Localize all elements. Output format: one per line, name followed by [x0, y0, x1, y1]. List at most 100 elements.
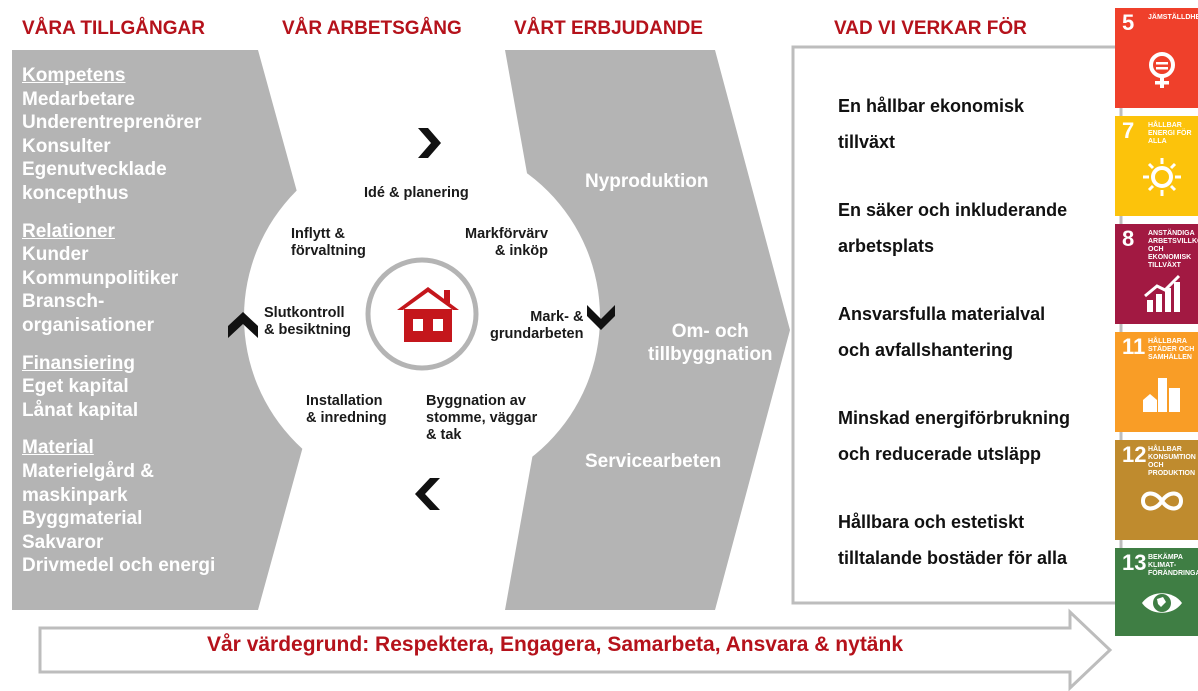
sdg-label: HÅLLBAR ENERGI FÖR ALLA — [1148, 122, 1192, 145]
goal-item-text: och reducerade utsläpp — [838, 444, 1042, 464]
sdg-number: 5 — [1122, 10, 1135, 35]
process-step: Mark- & grundarbeten — [490, 309, 583, 343]
assets-chevron — [12, 50, 335, 610]
offer-item-text: tillbyggnation — [648, 344, 773, 365]
sdg-number: 8 — [1122, 226, 1135, 251]
gender-equality-icon — [1149, 52, 1175, 88]
assets-item: Materielgård & — [22, 460, 154, 482]
header-offer: VÅRT ERBJUDANDE — [514, 18, 703, 39]
assets-item: Drivmedel och energi — [22, 555, 216, 577]
goal-item-text: tillväxt — [838, 132, 896, 152]
assets-item: Bransch- — [22, 291, 105, 313]
goal-item-text: arbetsplats — [838, 236, 935, 256]
assets-section-title: Material — [22, 437, 94, 459]
infinity-icon — [1141, 491, 1183, 511]
growth-chart-icon — [1144, 274, 1181, 312]
offer-item-text: Om- och — [671, 321, 749, 342]
goal-item-text: tilltalande bostäder för alla — [838, 548, 1068, 568]
offer-chevron — [505, 50, 790, 610]
offer-item-text: Nyproduktion — [585, 171, 709, 192]
goal-item-text: Ansvarsfulla materialval — [838, 304, 1046, 324]
process-step-text: & inköp — [494, 243, 549, 259]
offer-item: Servicearbeten — [585, 450, 721, 473]
values-arrow — [38, 608, 1113, 691]
assets-item: Eget kapital — [22, 376, 129, 398]
sdg-label: HÅLLBAR KONSUMTION OCH PRODUKTION — [1148, 446, 1196, 477]
process-step: Inflytt & förvaltning — [291, 226, 366, 260]
assets-item: Egenutvecklade — [22, 159, 167, 181]
process-step-text: & inredning — [306, 410, 387, 426]
offer-item-text: Servicearbeten — [585, 451, 722, 472]
process-step-text: & tak — [426, 427, 462, 443]
city-buildings-icon — [1143, 378, 1180, 412]
process-step-text: Byggnation av — [426, 393, 526, 409]
process-step: Byggnation av stomme, väggar & tak — [426, 393, 537, 444]
sdg-number: 12 — [1122, 442, 1147, 467]
process-step-text: Slutkontroll — [264, 305, 345, 321]
process-step-text: stomme, väggar — [426, 410, 538, 426]
assets-item: koncepthus — [22, 182, 129, 204]
cycle-arrow-top-icon — [418, 128, 441, 158]
goal-item-text: Minskad energiförbrukning — [838, 408, 1071, 428]
process-step-text: Markförvärv — [465, 226, 549, 242]
header-goals: VAD VI VERKAR FÖR — [834, 18, 1027, 39]
process-step: Installation & inredning — [306, 393, 387, 427]
assets-item: Byggmaterial — [22, 508, 143, 530]
process-step: Idé & planering — [364, 185, 469, 202]
sdg-tile-5: 5 JÄMSTÄLLDHET — [1115, 8, 1198, 108]
goal-item-text: och avfallshantering — [838, 340, 1014, 360]
process-step: Markförvärv & inköp — [465, 226, 548, 260]
goal-item-text: En säker och inkluderande — [838, 200, 1068, 220]
sun-energy-icon — [1143, 158, 1181, 196]
sdg-label: HÅLLBARA STÄDER OCH SAMHÄLLEN — [1148, 338, 1195, 361]
assets-item: Underentreprenörer — [22, 112, 202, 134]
assets-section-title: Finansiering — [22, 352, 135, 374]
values-banner: Vår värdegrund: Respektera, Engagera, Sa… — [207, 633, 903, 656]
assets-item: Konsulter — [22, 135, 111, 157]
goal-item: Hållbara och estetiskt tilltalande bostä… — [838, 504, 1108, 576]
offer-item: Om- och tillbyggnation — [648, 320, 773, 366]
assets-section-title: Relationer — [22, 220, 115, 242]
process-step-text: Installation — [306, 393, 383, 409]
cycle-arrow-right-icon — [587, 305, 615, 330]
assets-item: Kommunpolitiker — [22, 267, 179, 289]
assets-item: maskinpark — [22, 484, 128, 506]
process-step-text: Idé & planering — [364, 185, 469, 201]
sdg-label: JÄMSTÄLLDHET — [1148, 14, 1198, 21]
offer-item: Nyproduktion — [585, 170, 709, 193]
sdg-tile-12: 12 HÅLLBAR KONSUMTION OCH PRODUKTION — [1115, 440, 1198, 540]
goal-item-text: Hållbara och estetiskt — [838, 512, 1025, 532]
cycle-arrow-left-icon — [228, 312, 258, 338]
goal-item: En säker och inkluderande arbetsplats — [838, 192, 1108, 264]
goals-box — [791, 45, 1123, 605]
process-step-text: Mark- & — [530, 309, 584, 325]
goal-item: En hållbar ekonomisk tillväxt — [838, 88, 1108, 160]
sdg-number: 11 — [1122, 334, 1146, 359]
assets-item: Sakvaror — [22, 531, 104, 553]
header-assets: VÅRA TILLGÅNGAR — [22, 18, 205, 39]
process-step-text: Inflytt & — [291, 226, 345, 242]
process-step: Slutkontroll & besiktning — [264, 305, 351, 339]
earth-eye-icon — [1142, 593, 1182, 613]
goal-item: Minskad energiförbrukning och reducerade… — [838, 400, 1108, 472]
house-icon — [397, 287, 459, 342]
header-process: VÅR ARBETSGÅNG — [282, 18, 462, 39]
assets-item: Kunder — [22, 244, 89, 266]
goal-item-text: En hållbar ekonomisk — [838, 96, 1025, 116]
assets-item: Lånat kapital — [22, 399, 139, 421]
process-step-text: grundarbeten — [490, 326, 584, 342]
sdg-tile-11: 11 HÅLLBARA STÄDER OCH SAMHÄLLEN — [1115, 332, 1198, 432]
assets-item: organisationer — [22, 314, 154, 336]
sdg-label: BEKÄMPA KLIMAT­FÖRÄNDRINGARNA — [1148, 554, 1198, 577]
goal-item: Ansvarsfulla materialval och avfallshant… — [838, 296, 1108, 368]
assets-list: Kompetens Medarbetare Underentreprenörer… — [22, 64, 215, 578]
sdg-number: 7 — [1122, 118, 1135, 143]
process-step-text: förvaltning — [291, 243, 366, 259]
cycle-arrow-bottom-icon — [415, 478, 440, 510]
sdg-tile-13: 13 BEKÄMPA KLIMAT­FÖRÄNDRINGARNA — [1115, 548, 1198, 636]
sdg-number: 13 — [1122, 550, 1147, 575]
sdg-tile-7: 7 HÅLLBAR ENERGI FÖR ALLA — [1115, 116, 1198, 216]
assets-section-title: Kompetens — [22, 65, 126, 86]
process-step-text: & besiktning — [264, 322, 352, 338]
